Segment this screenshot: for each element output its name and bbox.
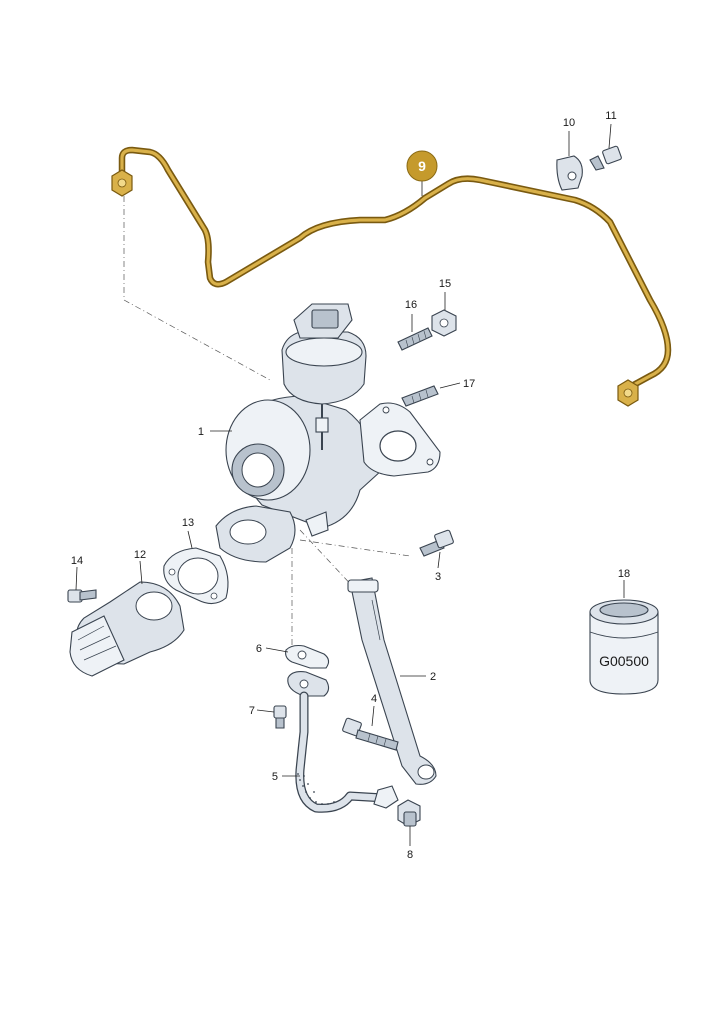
callout-13[interactable]: 13 [182,517,194,529]
assembly-lines [123,196,411,650]
callout-6[interactable]: 6 [256,643,262,655]
callout-8[interactable]: 8 [407,849,413,861]
sealant-can-label: G00500 [599,653,649,669]
bolt-part-4[interactable] [342,717,399,751]
callout-10[interactable]: 10 [563,117,575,129]
callout-18[interactable]: 18 [618,568,630,580]
union-fitting-part-8[interactable] [397,799,421,827]
clamp-bolt-part-11[interactable] [589,145,622,171]
bolt-part-3[interactable] [419,529,454,557]
stud-part-16[interactable] [397,327,433,351]
callout-12[interactable]: 12 [134,549,146,561]
callout-3[interactable]: 3 [435,571,441,583]
oil-feed-pipe-part-5[interactable] [287,671,399,813]
gasket-part-6[interactable] [285,644,330,669]
connector-part-12[interactable] [69,581,185,677]
callout-5[interactable]: 5 [272,771,278,783]
callout-4[interactable]: 4 [371,693,377,705]
oil-supply-line-part-9[interactable] [111,146,672,407]
oil-return-pipe-part-2[interactable] [347,577,437,785]
callout-labels: 1 2 3 4 5 6 7 8 10 11 12 13 14 15 16 17 … [71,110,630,861]
line-clamp-part-10[interactable] [556,155,583,191]
callout-7[interactable]: 7 [249,705,255,717]
callout-17[interactable]: 17 [463,378,475,390]
nut-part-15[interactable] [431,309,457,337]
leader-lines [75,123,625,846]
callout-2[interactable]: 2 [430,671,436,683]
callout-16[interactable]: 16 [405,299,417,311]
stud-part-17[interactable] [401,385,439,407]
sealant-can-part-18[interactable]: G00500 [589,599,659,695]
callout-9-highlight[interactable]: 9 [406,150,438,182]
line-fitting-top [111,169,133,197]
callout-15[interactable]: 15 [439,278,451,290]
bolt-part-7[interactable] [273,705,287,729]
turbocharger-part-1[interactable] [215,303,441,563]
line-fitting-end [617,379,639,407]
callout-14[interactable]: 14 [71,555,83,567]
callout-11[interactable]: 11 [605,110,616,122]
callout-1[interactable]: 1 [198,426,204,438]
callout-9: 9 [418,158,426,174]
bolt-part-14[interactable] [67,589,97,603]
gasket-part-13[interactable] [163,547,229,605]
